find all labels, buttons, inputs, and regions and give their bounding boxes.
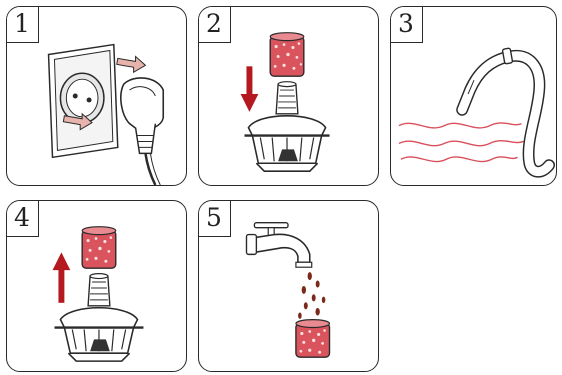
- filter-sponge: [270, 33, 304, 77]
- step-number: 2: [198, 6, 231, 43]
- step-number: 4: [6, 200, 39, 237]
- step-1-panel: 1: [6, 6, 187, 186]
- step-number: 5: [198, 200, 231, 237]
- filter-sponge: [82, 227, 116, 269]
- step-number: 1: [6, 6, 39, 43]
- step-4-panel: 4: [6, 200, 187, 372]
- step-3-panel: 3: [390, 6, 557, 186]
- step-5-panel: 5: [198, 200, 379, 372]
- step-number: 3: [390, 6, 423, 43]
- step-2-panel: 2: [198, 6, 379, 186]
- filter-sponge: [296, 320, 330, 358]
